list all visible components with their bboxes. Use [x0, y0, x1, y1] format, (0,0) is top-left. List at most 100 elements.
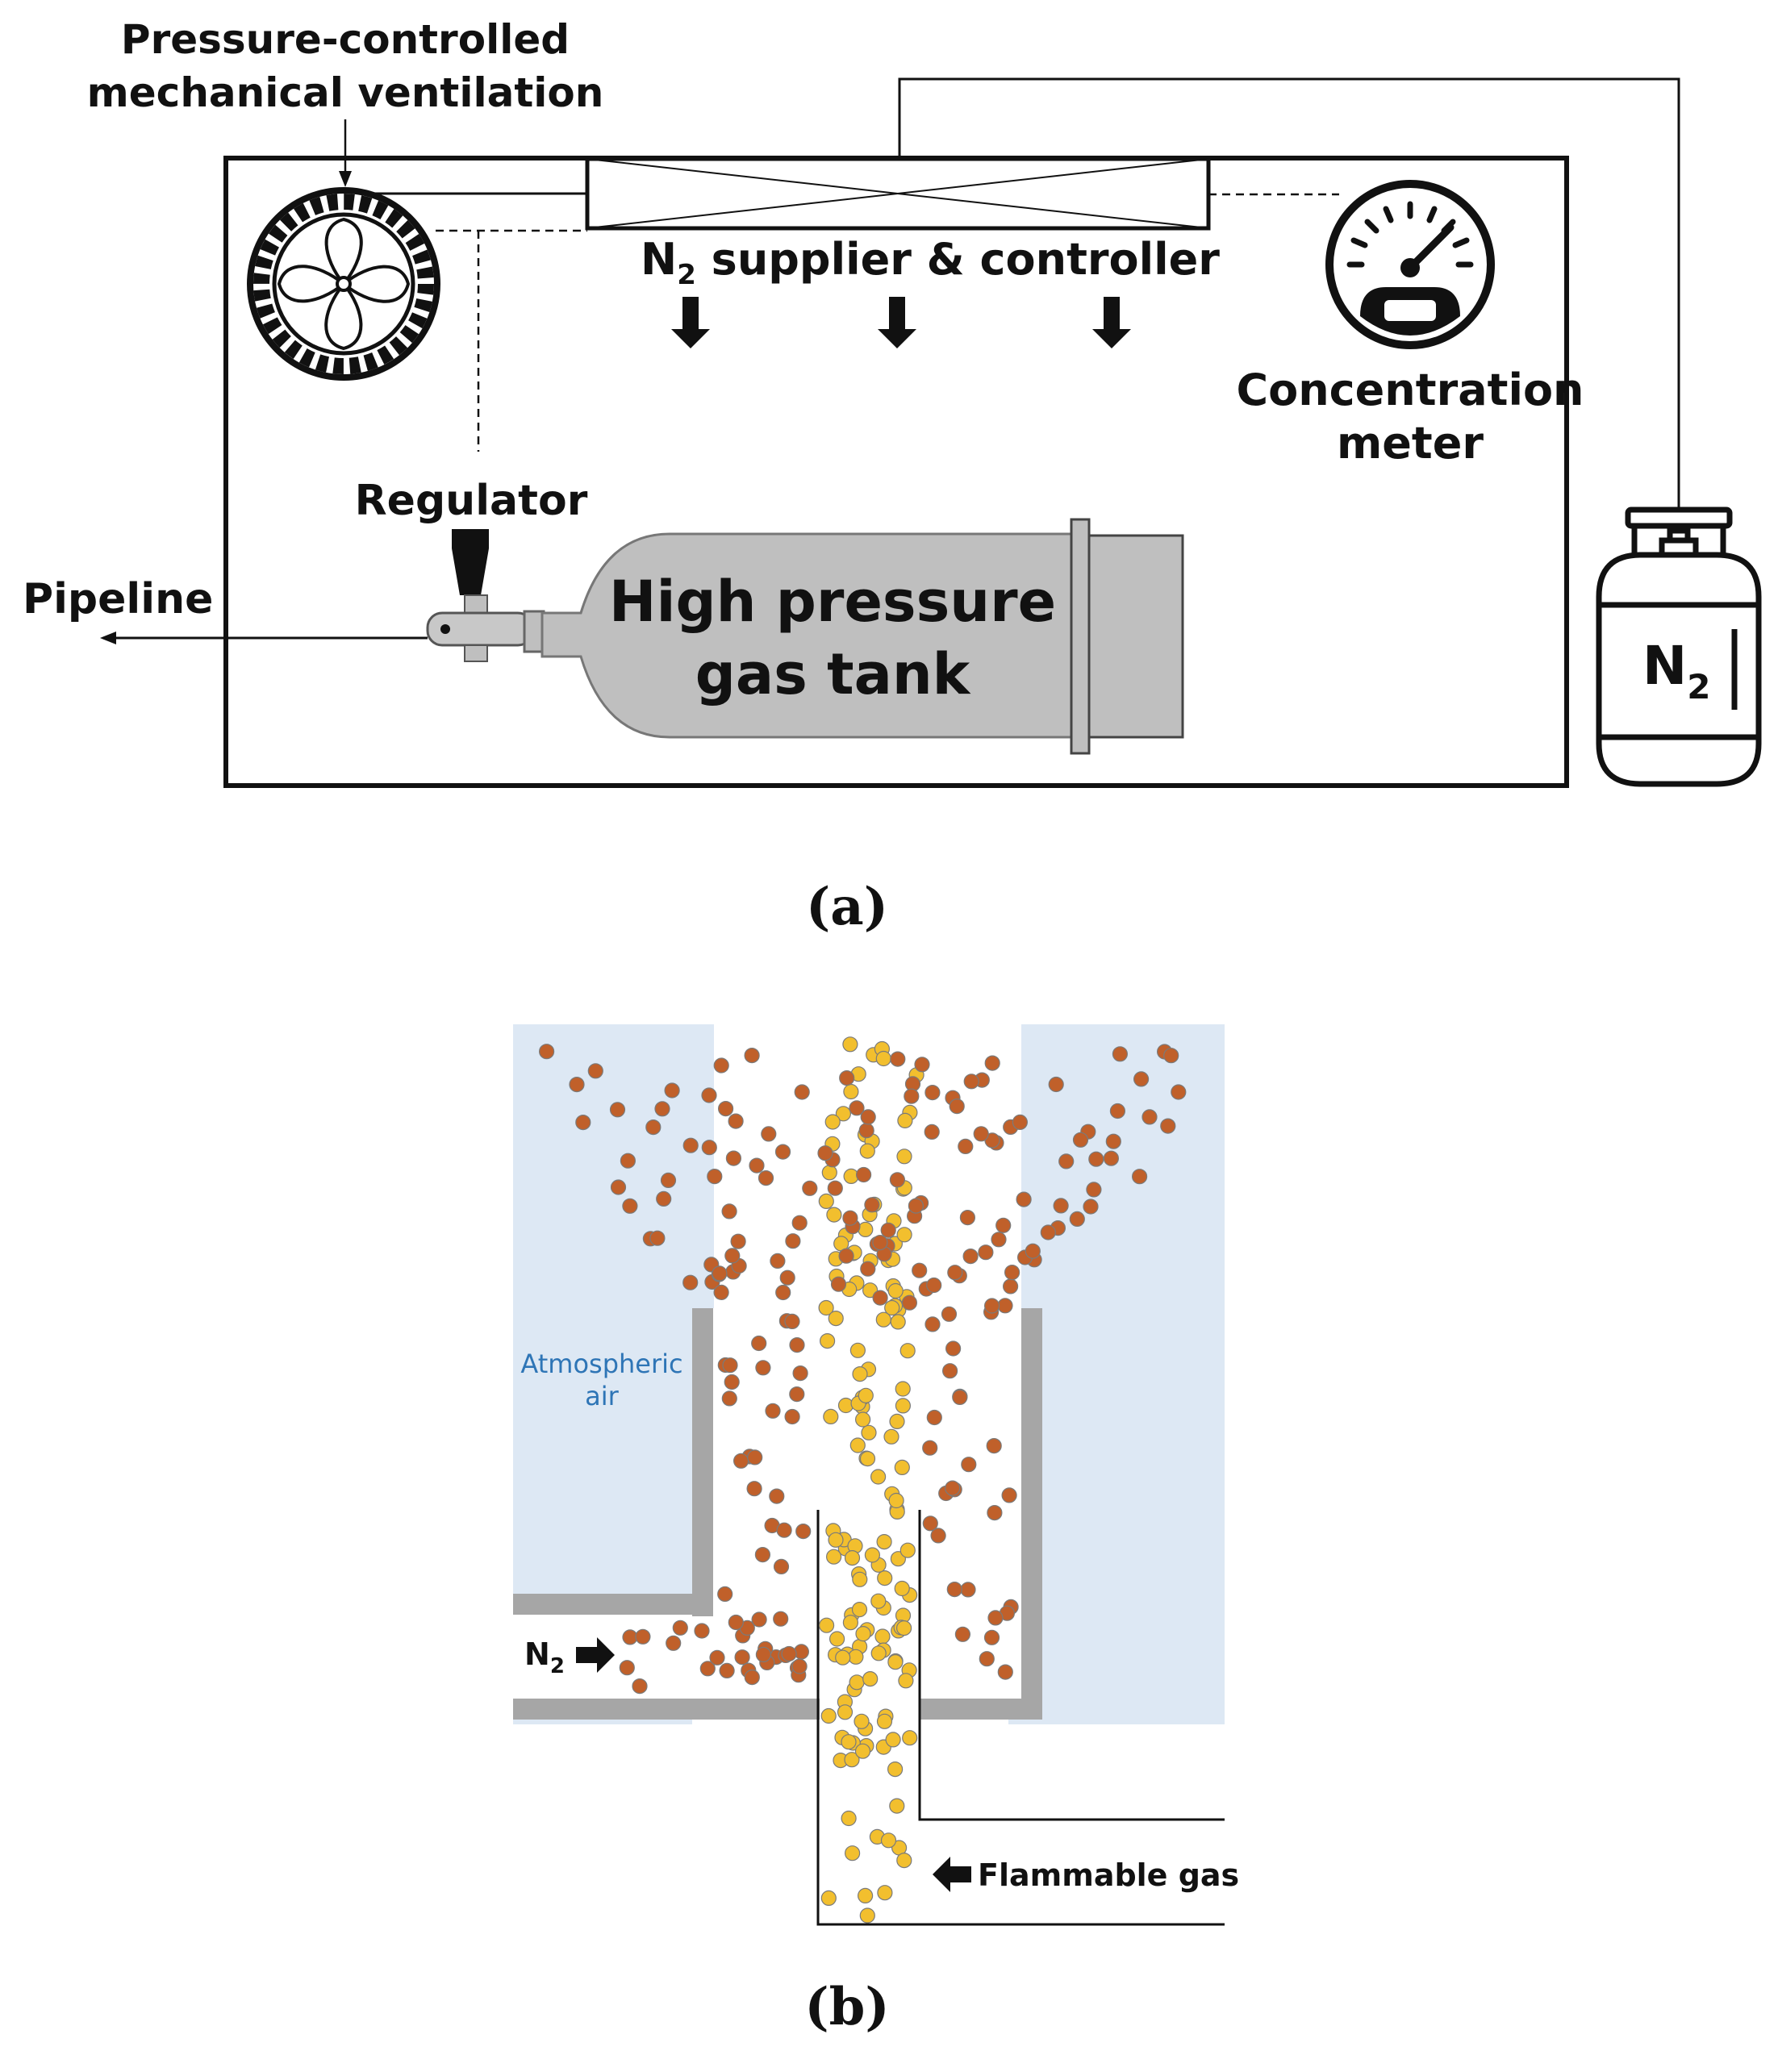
left-arrow-icon	[933, 1857, 971, 1892]
n2-supply-line	[898, 77, 1680, 510]
flammable-particle	[894, 1580, 910, 1597]
flammable-particle	[880, 1832, 897, 1849]
flammable-particle	[859, 1450, 876, 1467]
n2-particle	[1069, 1211, 1085, 1228]
n2-particle	[997, 1664, 1013, 1680]
flammable-particle	[887, 1654, 904, 1670]
flammable-particle	[818, 1299, 834, 1316]
n2-particle	[924, 1084, 941, 1101]
n2-particle	[682, 1137, 699, 1153]
right-arrow-icon	[576, 1637, 615, 1673]
n2-particle	[789, 1336, 805, 1353]
flammable-particle	[895, 1398, 912, 1414]
supplier-label-rest: supplier & controller	[696, 234, 1220, 285]
n2-particle	[1004, 1264, 1020, 1281]
n2-particle	[838, 1248, 854, 1264]
n2-particle	[717, 1100, 734, 1117]
n2-particle	[802, 1180, 818, 1196]
flammable-particle	[877, 1570, 893, 1586]
flammable-particle	[870, 1593, 887, 1609]
n2-controller-box	[585, 156, 1211, 231]
flammable-particle	[855, 1625, 871, 1642]
n2-particle	[713, 1057, 729, 1074]
n2-particle	[770, 1253, 786, 1269]
n2-particle	[960, 1582, 976, 1598]
flammable-particle	[870, 1645, 887, 1661]
flammable-particle	[841, 1734, 857, 1750]
n2-particle	[730, 1233, 746, 1249]
n2-particle	[775, 1284, 791, 1301]
n2-particle	[719, 1662, 735, 1678]
n2-particle	[773, 1611, 789, 1627]
flammable-particle	[864, 1547, 881, 1563]
n2-particle	[1109, 1103, 1126, 1119]
n2-particle	[1002, 1278, 1019, 1294]
gauge-icon	[1325, 180, 1495, 349]
walls	[513, 1308, 1042, 1720]
n2-particle	[827, 1180, 843, 1196]
flammable-particle	[889, 1798, 905, 1814]
n2-particle	[587, 1063, 603, 1079]
flammable-particle	[859, 1907, 875, 1924]
n2-particle	[986, 1437, 1002, 1454]
flammable-particle	[894, 1459, 910, 1476]
n2-particle	[979, 1651, 995, 1667]
n2-particle	[666, 1635, 682, 1651]
n2-particle	[946, 1581, 962, 1598]
n2-particle	[773, 1558, 790, 1575]
n2-particle	[1072, 1132, 1089, 1148]
n2-particle	[749, 1157, 765, 1174]
n2-particle	[922, 1515, 938, 1532]
n2-particle	[728, 1614, 744, 1631]
n2-particle	[983, 1298, 1000, 1314]
n2-particle	[941, 1306, 958, 1322]
flammable-particle	[875, 1050, 891, 1067]
flammable-particle	[837, 1704, 854, 1720]
n2-particle	[1053, 1198, 1069, 1214]
n2-particle	[660, 1172, 677, 1189]
flammable-particle	[828, 1532, 844, 1548]
n2-particle	[789, 1386, 805, 1403]
n2-particle	[795, 1523, 812, 1540]
flammable-particle	[844, 1549, 861, 1566]
flammable-particle	[844, 1845, 861, 1861]
n2-particle	[746, 1481, 762, 1497]
panel-a: Pressure-controlled mechanical ventilati…	[23, 16, 1762, 937]
n2-particle	[791, 1215, 808, 1231]
n2-particle	[1058, 1153, 1075, 1169]
n2-particle	[632, 1678, 648, 1695]
flammable-particle	[884, 1299, 900, 1316]
n2-particle	[728, 1113, 744, 1129]
flammable-particle	[820, 1890, 837, 1906]
n2-particle	[941, 1363, 958, 1379]
n2-particle	[635, 1628, 651, 1645]
flammable-particle	[818, 1617, 835, 1633]
n2-particle	[717, 1586, 733, 1603]
flammable-particle	[888, 1492, 904, 1509]
n2-particle	[872, 1290, 888, 1306]
n2-particle	[785, 1233, 801, 1249]
n2-particle	[842, 1210, 858, 1226]
flammable-particle	[896, 1149, 912, 1165]
flammable-particle	[849, 1674, 865, 1691]
down-arrow-icon	[671, 297, 1131, 348]
air-label-line2: air	[585, 1381, 620, 1411]
n2-particle	[779, 1269, 795, 1286]
n2-particle	[758, 1169, 774, 1186]
flammable-particle	[843, 1083, 859, 1100]
flammable-particle	[874, 1628, 891, 1645]
n2-particle	[912, 1262, 928, 1278]
n2-particle	[839, 1069, 855, 1086]
n2-particle	[712, 1265, 728, 1282]
flammable-particle	[883, 1428, 899, 1445]
n2-particle	[973, 1126, 989, 1142]
n2-particle	[860, 1109, 876, 1125]
flammable-particle	[826, 1207, 842, 1223]
gas-tank	[523, 518, 1184, 755]
flammable-particle	[858, 1387, 874, 1403]
flammable-particle	[837, 1397, 854, 1414]
n2-particle	[1088, 1151, 1104, 1167]
n2-particle	[654, 1101, 670, 1117]
n2-particle	[945, 1480, 961, 1496]
regulator-label: Regulator	[355, 477, 588, 525]
